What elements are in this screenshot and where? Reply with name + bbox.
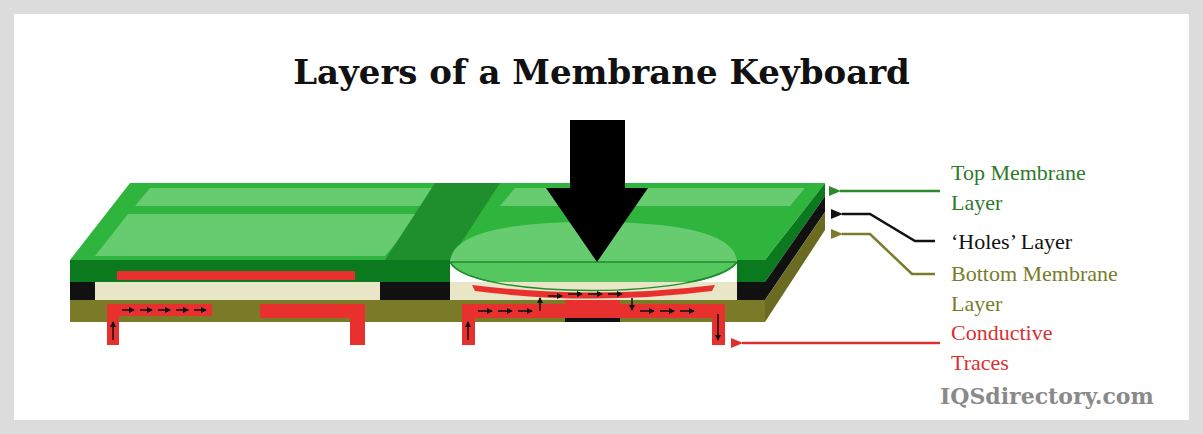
diagram-title: Layers of a Membrane Keyboard <box>0 52 1203 92</box>
layer-label: Top Membrane Layer <box>951 158 1126 218</box>
layer-label: Conductive Traces <box>951 318 1101 378</box>
watermark: IQSdirectory.com <box>940 381 1185 411</box>
layer-label: ‘Holes’ Layer <box>951 227 1072 257</box>
layer-label: Bottom Membrane Layer <box>951 259 1151 319</box>
